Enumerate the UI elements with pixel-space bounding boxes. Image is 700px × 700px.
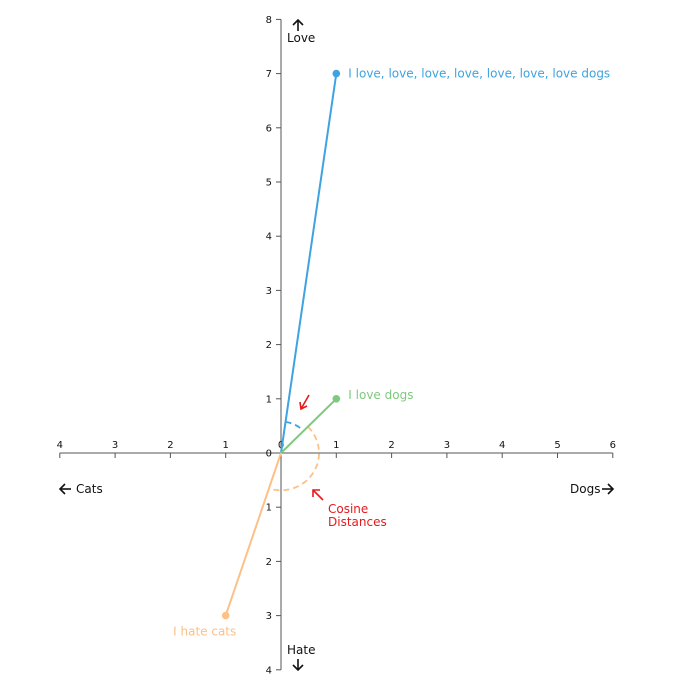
cats-axis-label: Cats — [76, 482, 103, 496]
angle-arcs — [268, 421, 320, 492]
vector-line — [280, 73, 338, 454]
vector-point — [221, 611, 230, 620]
x-tick-label: 2 — [167, 440, 173, 451]
vectors: I love, love, love, love, love, love, lo… — [173, 67, 610, 639]
annotation-arrow-icon-lower — [312, 489, 324, 501]
y-tick-label: 1 — [266, 503, 272, 514]
vector-line — [280, 398, 337, 454]
x-tick-label: 0 — [278, 440, 284, 451]
x-tick-label: 4 — [57, 440, 63, 451]
x-tick-label: 1 — [333, 440, 339, 451]
annotation-line-1: Cosine — [328, 502, 368, 516]
dogs-axis-label: Dogs — [570, 482, 600, 496]
axes: 4 3 2 1 0 1 2 3 4 5 6 8 7 6 5 4 3 2 1 0 1 2 3 4 — [57, 15, 616, 676]
up-arrow-icon — [292, 18, 304, 31]
y-tick-label: 8 — [266, 15, 272, 26]
vector-line — [224, 452, 282, 616]
y-tick-label: 6 — [266, 123, 272, 134]
y-tick-label: 1 — [266, 394, 272, 405]
x-tick-label: 5 — [554, 440, 560, 451]
vector-point — [332, 395, 341, 403]
annotation-line-2: Distances — [328, 515, 387, 529]
annotation-arrow-icon-upper — [299, 394, 310, 411]
left-arrow-icon — [58, 483, 71, 495]
x-tick-label: 3 — [112, 440, 118, 451]
y-tick-label: 3 — [266, 286, 272, 297]
y-tick-label: 2 — [266, 340, 272, 351]
x-tick-label: 6 — [610, 440, 616, 451]
y-tick-label: 4 — [266, 232, 272, 243]
vector-label: I love, love, love, love, love, love, lo… — [348, 67, 610, 81]
y-tick-label: 7 — [266, 69, 272, 80]
vector-label: I love dogs — [348, 388, 413, 402]
y-tick-label: 4 — [266, 665, 272, 676]
y-tick-label: 5 — [266, 178, 272, 189]
love-axis-label: Love — [287, 31, 315, 45]
vector-point — [332, 69, 341, 78]
x-tick-label: 4 — [499, 440, 505, 451]
angle-arc-love-dogs — [285, 421, 305, 432]
y-tick-label: 2 — [266, 557, 272, 568]
right-arrow-icon — [602, 483, 615, 495]
y-tick-label: 3 — [266, 611, 272, 622]
x-tick-label: 1 — [223, 440, 229, 451]
x-tick-label: 3 — [444, 440, 450, 451]
hate-axis-label: Hate — [287, 643, 315, 657]
y-tick-label: 0 — [266, 449, 272, 460]
down-arrow-icon — [292, 659, 304, 672]
angle-arc-hate-cats — [268, 426, 320, 492]
x-tick-label: 2 — [388, 440, 394, 451]
vector-label: I hate cats — [173, 625, 236, 639]
